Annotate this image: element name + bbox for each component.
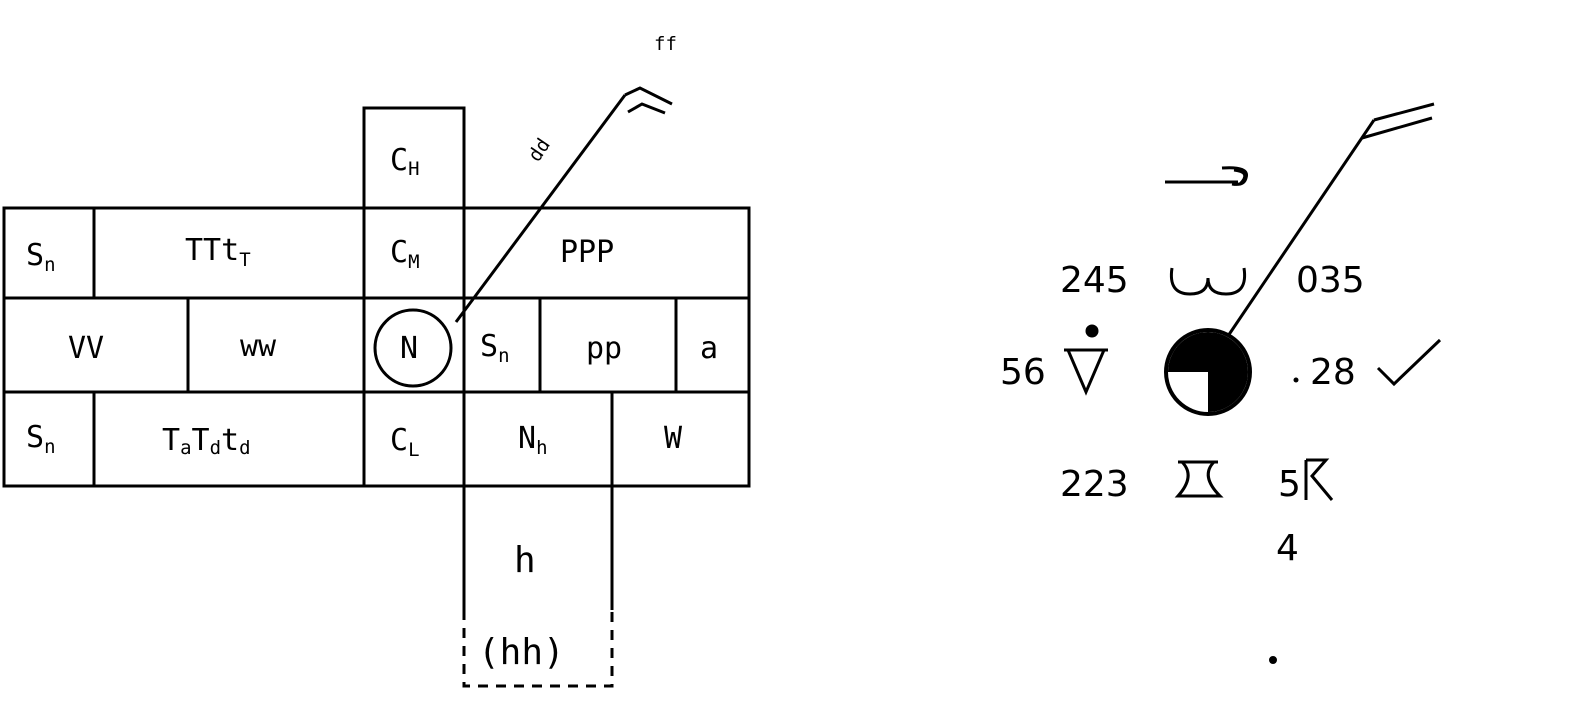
wind-barb-1 xyxy=(624,86,673,106)
wind-shaft-example xyxy=(1226,119,1376,337)
cell-cm: CM xyxy=(390,235,420,273)
value-upper-left: 245 xyxy=(1060,260,1129,301)
cell-cl: CL xyxy=(390,423,420,461)
station-model-grid xyxy=(2,86,751,688)
cell-ppp: PPP xyxy=(560,235,614,270)
station-circle-template xyxy=(373,308,453,388)
cloud-cover-three-quarter-icon xyxy=(1164,328,1252,416)
cell-pp: pp xyxy=(586,331,622,366)
value-mid-left: 56 xyxy=(1000,352,1046,393)
cumulus-symbol-icon xyxy=(1174,460,1224,498)
speck xyxy=(1269,656,1277,664)
cell-nh: Nh xyxy=(518,421,548,459)
wind-shaft xyxy=(454,94,627,323)
cell-tdtd: TaTdtd xyxy=(162,423,251,459)
cell-w: W xyxy=(664,421,683,456)
cell-vv: VV xyxy=(68,331,104,366)
cell-ttt: TTtT xyxy=(185,233,251,271)
dot-icon xyxy=(1085,324,1099,338)
decimal-dot xyxy=(1293,377,1299,383)
cirrus-hook-icon xyxy=(1165,166,1248,186)
value-mid-right: 28 xyxy=(1310,352,1356,393)
cell-h: h xyxy=(514,540,536,581)
cell-hh: (hh) xyxy=(478,632,565,673)
thunderstorm-icon xyxy=(1304,458,1334,501)
wind-barb-2 xyxy=(627,102,666,115)
hh-dashed-box xyxy=(462,610,614,688)
cell-sn-2: Sn xyxy=(480,329,510,367)
cell-sn-1: Sn xyxy=(26,238,56,276)
main-grid-frame xyxy=(2,206,751,488)
wind-barb-example-2 xyxy=(1361,116,1433,140)
shower-triangle-icon xyxy=(1064,348,1108,396)
cell-sn-3: Sn xyxy=(26,420,56,458)
value-lower-left: 223 xyxy=(1060,464,1129,505)
check-tendency-icon xyxy=(1376,338,1442,387)
wind-direction-label: dd xyxy=(524,135,555,166)
value-lower-right: 5 xyxy=(1278,464,1301,505)
cell-a: a xyxy=(700,331,718,366)
value-lower-under: 4 xyxy=(1276,528,1299,569)
cell-ww: ww xyxy=(240,329,277,364)
value-upper-right: 035 xyxy=(1296,260,1365,301)
wind-speed-label: ff xyxy=(654,33,677,55)
cell-ch-label: CH xyxy=(390,143,420,180)
wind-barb-example-1 xyxy=(1373,102,1435,122)
omega-weather-icon xyxy=(1169,267,1247,296)
station-symbol-label: N xyxy=(400,331,418,366)
